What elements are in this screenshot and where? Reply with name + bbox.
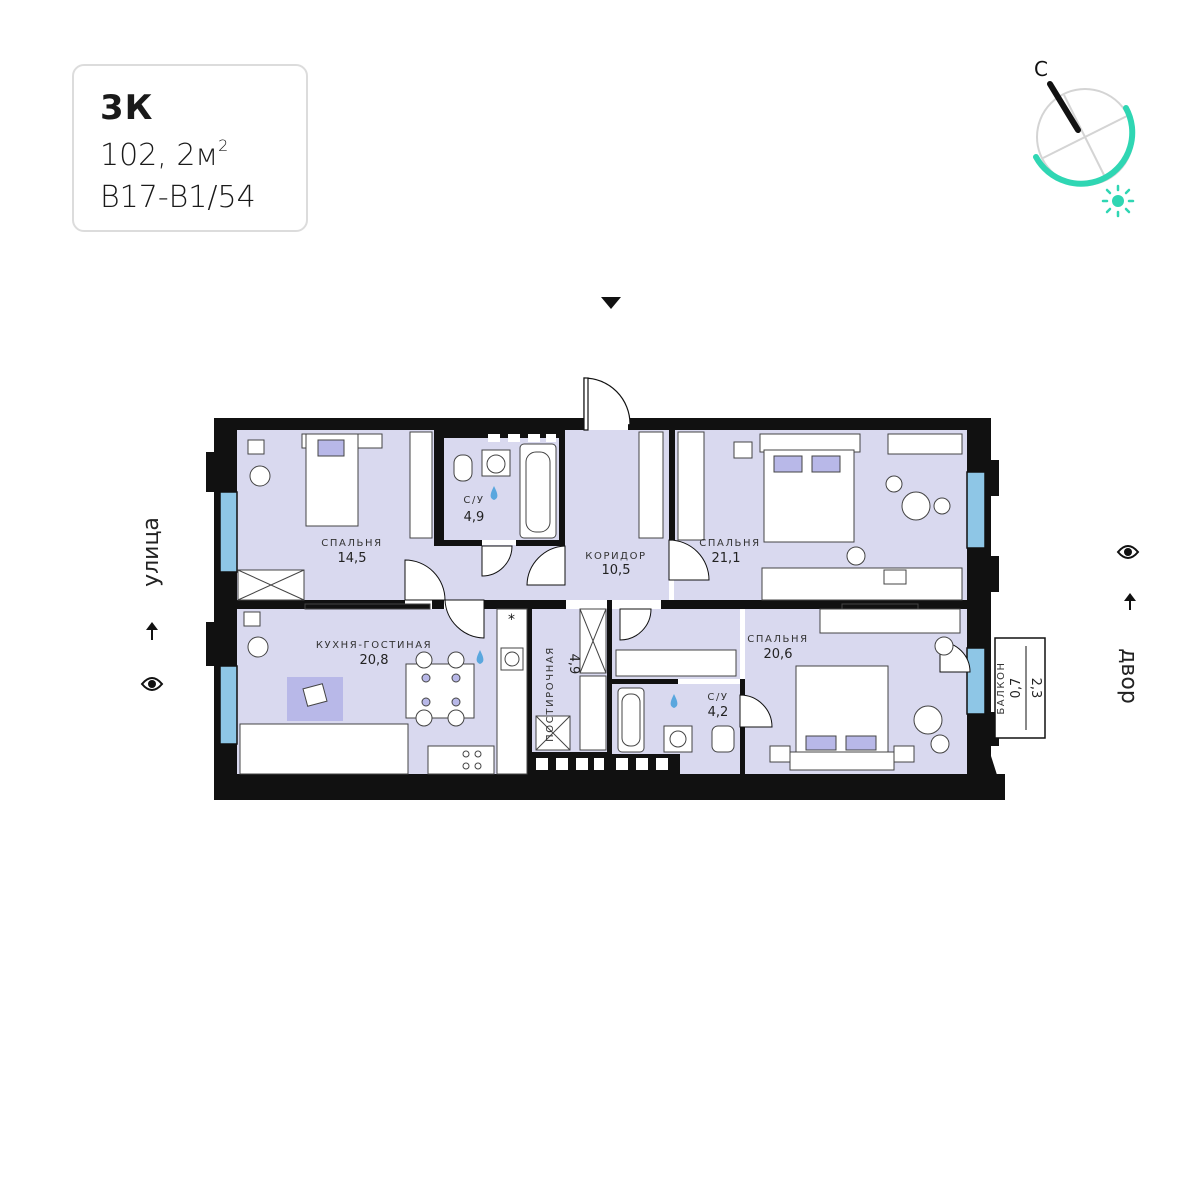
water-drop-icon <box>670 694 678 708</box>
wall-slots <box>488 434 668 770</box>
room-label-bedroom-3: СПАЛЬНЯ <box>747 634 808 645</box>
bedroom-2-furniture <box>677 431 963 601</box>
water-drop-icon <box>476 650 484 664</box>
room-label-corridor: КОРИДОР <box>585 551 646 562</box>
room-area-bathroom-1: 4,9 <box>464 510 485 525</box>
fridge-icon: * <box>508 612 515 628</box>
corridor-wardrobe <box>638 431 664 539</box>
room-label-balcony: БАЛКОН <box>996 661 1007 714</box>
room-area-kitchen: 20,8 <box>360 653 389 668</box>
side-left-label: улица <box>139 517 164 587</box>
room-area-balcony-b: 2,3 <box>1028 678 1043 699</box>
interior-doors <box>404 539 971 728</box>
arrow-up-icon <box>146 622 158 640</box>
arrow-up-icon <box>1124 593 1136 610</box>
room-label-laundry: ПОСТИРОЧНАЯ <box>545 646 556 742</box>
room-area-bathroom-2: 4,2 <box>708 705 729 720</box>
room-area-bedroom-2: 21,1 <box>712 551 741 566</box>
room-label-bedroom-1: СПАЛЬНЯ <box>321 538 382 549</box>
sun-icon <box>1101 184 1135 218</box>
side-right: двор <box>1116 545 1141 704</box>
room-area-balcony-a: 0,7 <box>1009 678 1024 699</box>
balcony <box>994 637 1046 739</box>
apartment-info-card: 3К 102, 2м2 В17-В1/54 <box>72 64 308 232</box>
room-area-bedroom-3: 20,6 <box>764 647 793 662</box>
bathroom-1-fixtures <box>453 443 557 539</box>
windows <box>219 471 986 745</box>
room-label-bathroom-2: С/У <box>707 692 728 703</box>
room-area-laundry: 4,9 <box>566 654 581 675</box>
bedroom-1-furniture <box>237 431 433 601</box>
kitchen-furniture <box>239 603 528 775</box>
entrance-door <box>583 377 631 431</box>
apartment-area: 102, 2м2 <box>100 136 229 173</box>
entrance-arrow-icon <box>601 297 621 309</box>
side-left: улица <box>139 517 164 691</box>
compass: С <box>1033 57 1136 218</box>
side-right-label: двор <box>1116 648 1141 704</box>
apartment-code: В17-В1/54 <box>100 180 256 215</box>
compass-north-label: С <box>1034 57 1048 81</box>
room-area-bedroom-1: 14,5 <box>338 551 367 566</box>
room-label-kitchen: КУХНЯ-ГОСТИНАЯ <box>316 640 432 651</box>
water-drop-icon <box>490 486 498 500</box>
bedroom-3-furniture <box>769 603 961 771</box>
bathroom-2-fixtures <box>615 649 737 753</box>
laundry-fixtures <box>535 608 607 751</box>
apartment-type: 3К <box>100 88 154 128</box>
eye-icon <box>1116 545 1140 559</box>
room-label-bathroom-1: С/У <box>463 495 484 506</box>
room-label-bedroom-2: СПАЛЬНЯ <box>699 538 760 549</box>
room-area-corridor: 10,5 <box>602 563 631 578</box>
eye-icon <box>140 677 164 691</box>
room-fill-bedroom-3-nook <box>680 754 745 774</box>
